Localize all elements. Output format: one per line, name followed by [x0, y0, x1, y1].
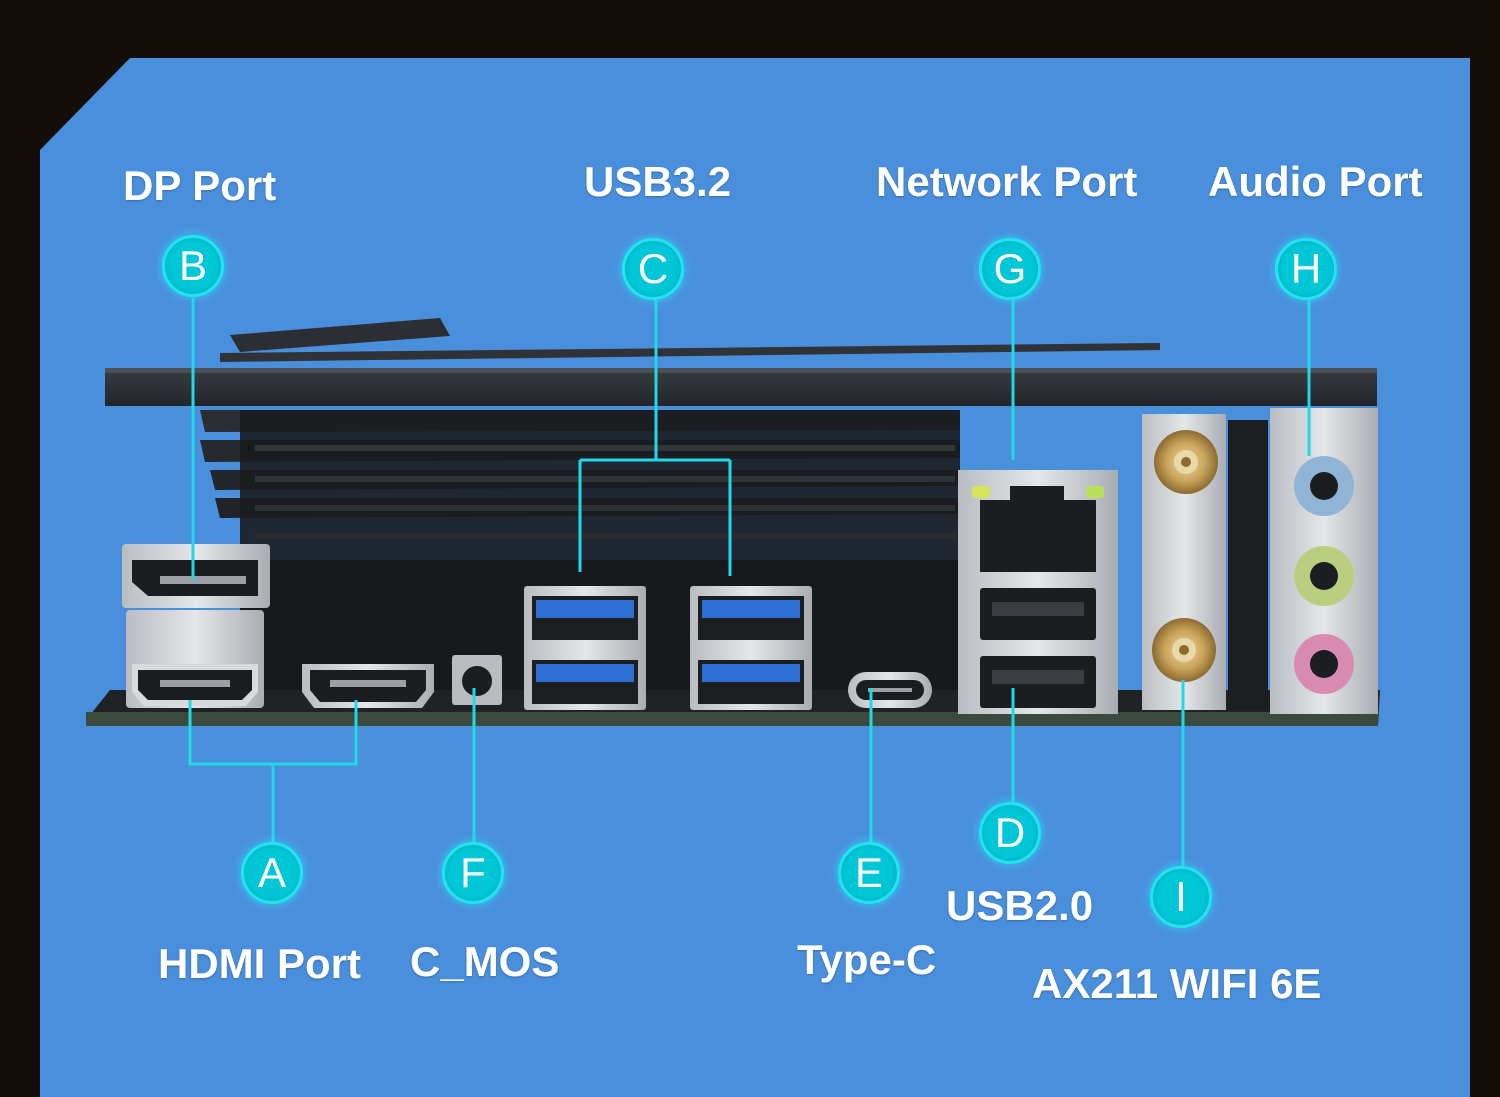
label-type-c: Type-C	[797, 936, 937, 983]
hdmi-port-1	[126, 610, 264, 708]
usb3-stack-1	[524, 586, 646, 710]
label-usb3: USB3.2	[584, 158, 732, 205]
label-cmos: C_MOS	[410, 938, 560, 985]
badge-a: A	[241, 842, 303, 904]
callout-lines	[188, 298, 1311, 866]
label-usb2: USB2.0	[946, 882, 1094, 929]
label-dp-port: DP Port	[123, 162, 277, 209]
badge-h: H	[1275, 238, 1337, 300]
usb3-stack-2	[690, 586, 812, 710]
rear-shadow	[1228, 420, 1268, 710]
badge-b: B	[162, 235, 224, 297]
callout-a	[188, 700, 358, 845]
network-usb2-block	[958, 470, 1118, 714]
wifi-bracket	[1142, 414, 1226, 710]
pcb-edge	[86, 712, 1378, 726]
dp-port	[122, 544, 270, 608]
badge-c: C	[622, 238, 684, 300]
label-wifi: AX211 WIFI 6E	[1032, 960, 1322, 1007]
hdmi-port-2	[302, 664, 434, 708]
label-network-port: Network Port	[876, 158, 1138, 205]
cmos-button	[452, 655, 502, 705]
label-hdmi-port: HDMI Port	[158, 940, 361, 987]
type-c-port	[848, 672, 932, 708]
badge-e: E	[838, 842, 900, 904]
badge-g: G	[979, 238, 1041, 300]
callout-c	[578, 300, 732, 576]
badge-d: D	[979, 802, 1041, 864]
badge-f: F	[442, 842, 504, 904]
audio-bracket	[1270, 408, 1378, 714]
label-audio-port: Audio Port	[1208, 158, 1423, 205]
badge-i: I	[1150, 866, 1212, 928]
